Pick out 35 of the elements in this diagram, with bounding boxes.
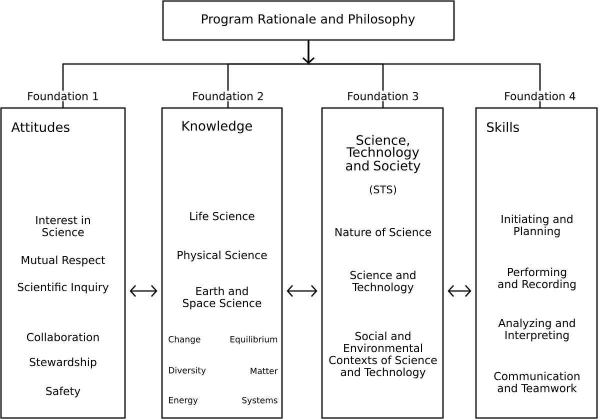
heading-text: Attitudes — [11, 122, 70, 132]
heading-text: Skills — [487, 122, 519, 132]
double-arrow — [448, 285, 472, 297]
item-text: Earth and Space Science — [182, 286, 262, 310]
foundation-label: Foundation 3 — [346, 90, 420, 102]
item-text: Nature of Science — [335, 228, 432, 236]
item-text: Mutual Respect — [22, 256, 106, 266]
item-text: Life Science — [190, 212, 254, 220]
item-text: Safety — [46, 386, 80, 398]
double-arrow — [286, 285, 318, 297]
heading-text: Knowledge — [182, 120, 252, 134]
concept-word: Energy — [169, 397, 198, 405]
concept-word: Matter — [250, 368, 278, 374]
concept-word: Equilibrium — [230, 336, 278, 344]
item-text: Analyzing and Interpreting — [498, 318, 575, 342]
item-text: Social and Environmental Contexts of Science and Technology — [329, 332, 437, 378]
item-text: Stewardship — [30, 358, 96, 368]
item-text: Physical Science — [178, 250, 267, 262]
item-text: Scientific Inquiry — [18, 282, 109, 294]
item-text: Communication and Teamwork — [494, 372, 580, 392]
item-text: Interest in Science — [36, 216, 90, 236]
item-text: Performing and Recording — [498, 268, 576, 290]
concept-word: Change — [168, 336, 200, 344]
item-text: Collaboration — [26, 332, 99, 342]
foundation-label: Foundation 4 — [503, 90, 577, 102]
heading-text: Science, Technology and Society — [346, 134, 420, 174]
abbreviation-text: (STS) — [370, 185, 396, 195]
item-text: Science and Technology — [350, 270, 416, 294]
double-arrow — [130, 285, 158, 297]
foundation-label: Foundation 1 — [26, 90, 100, 102]
concept-word: Diversity — [169, 366, 206, 376]
heading-text: Program Rationale and Philosophy — [202, 14, 415, 26]
concept-word: Systems — [242, 396, 278, 406]
foundation-label: Foundation 2 — [191, 90, 265, 102]
item-text: Initiating and Planning — [502, 214, 572, 238]
